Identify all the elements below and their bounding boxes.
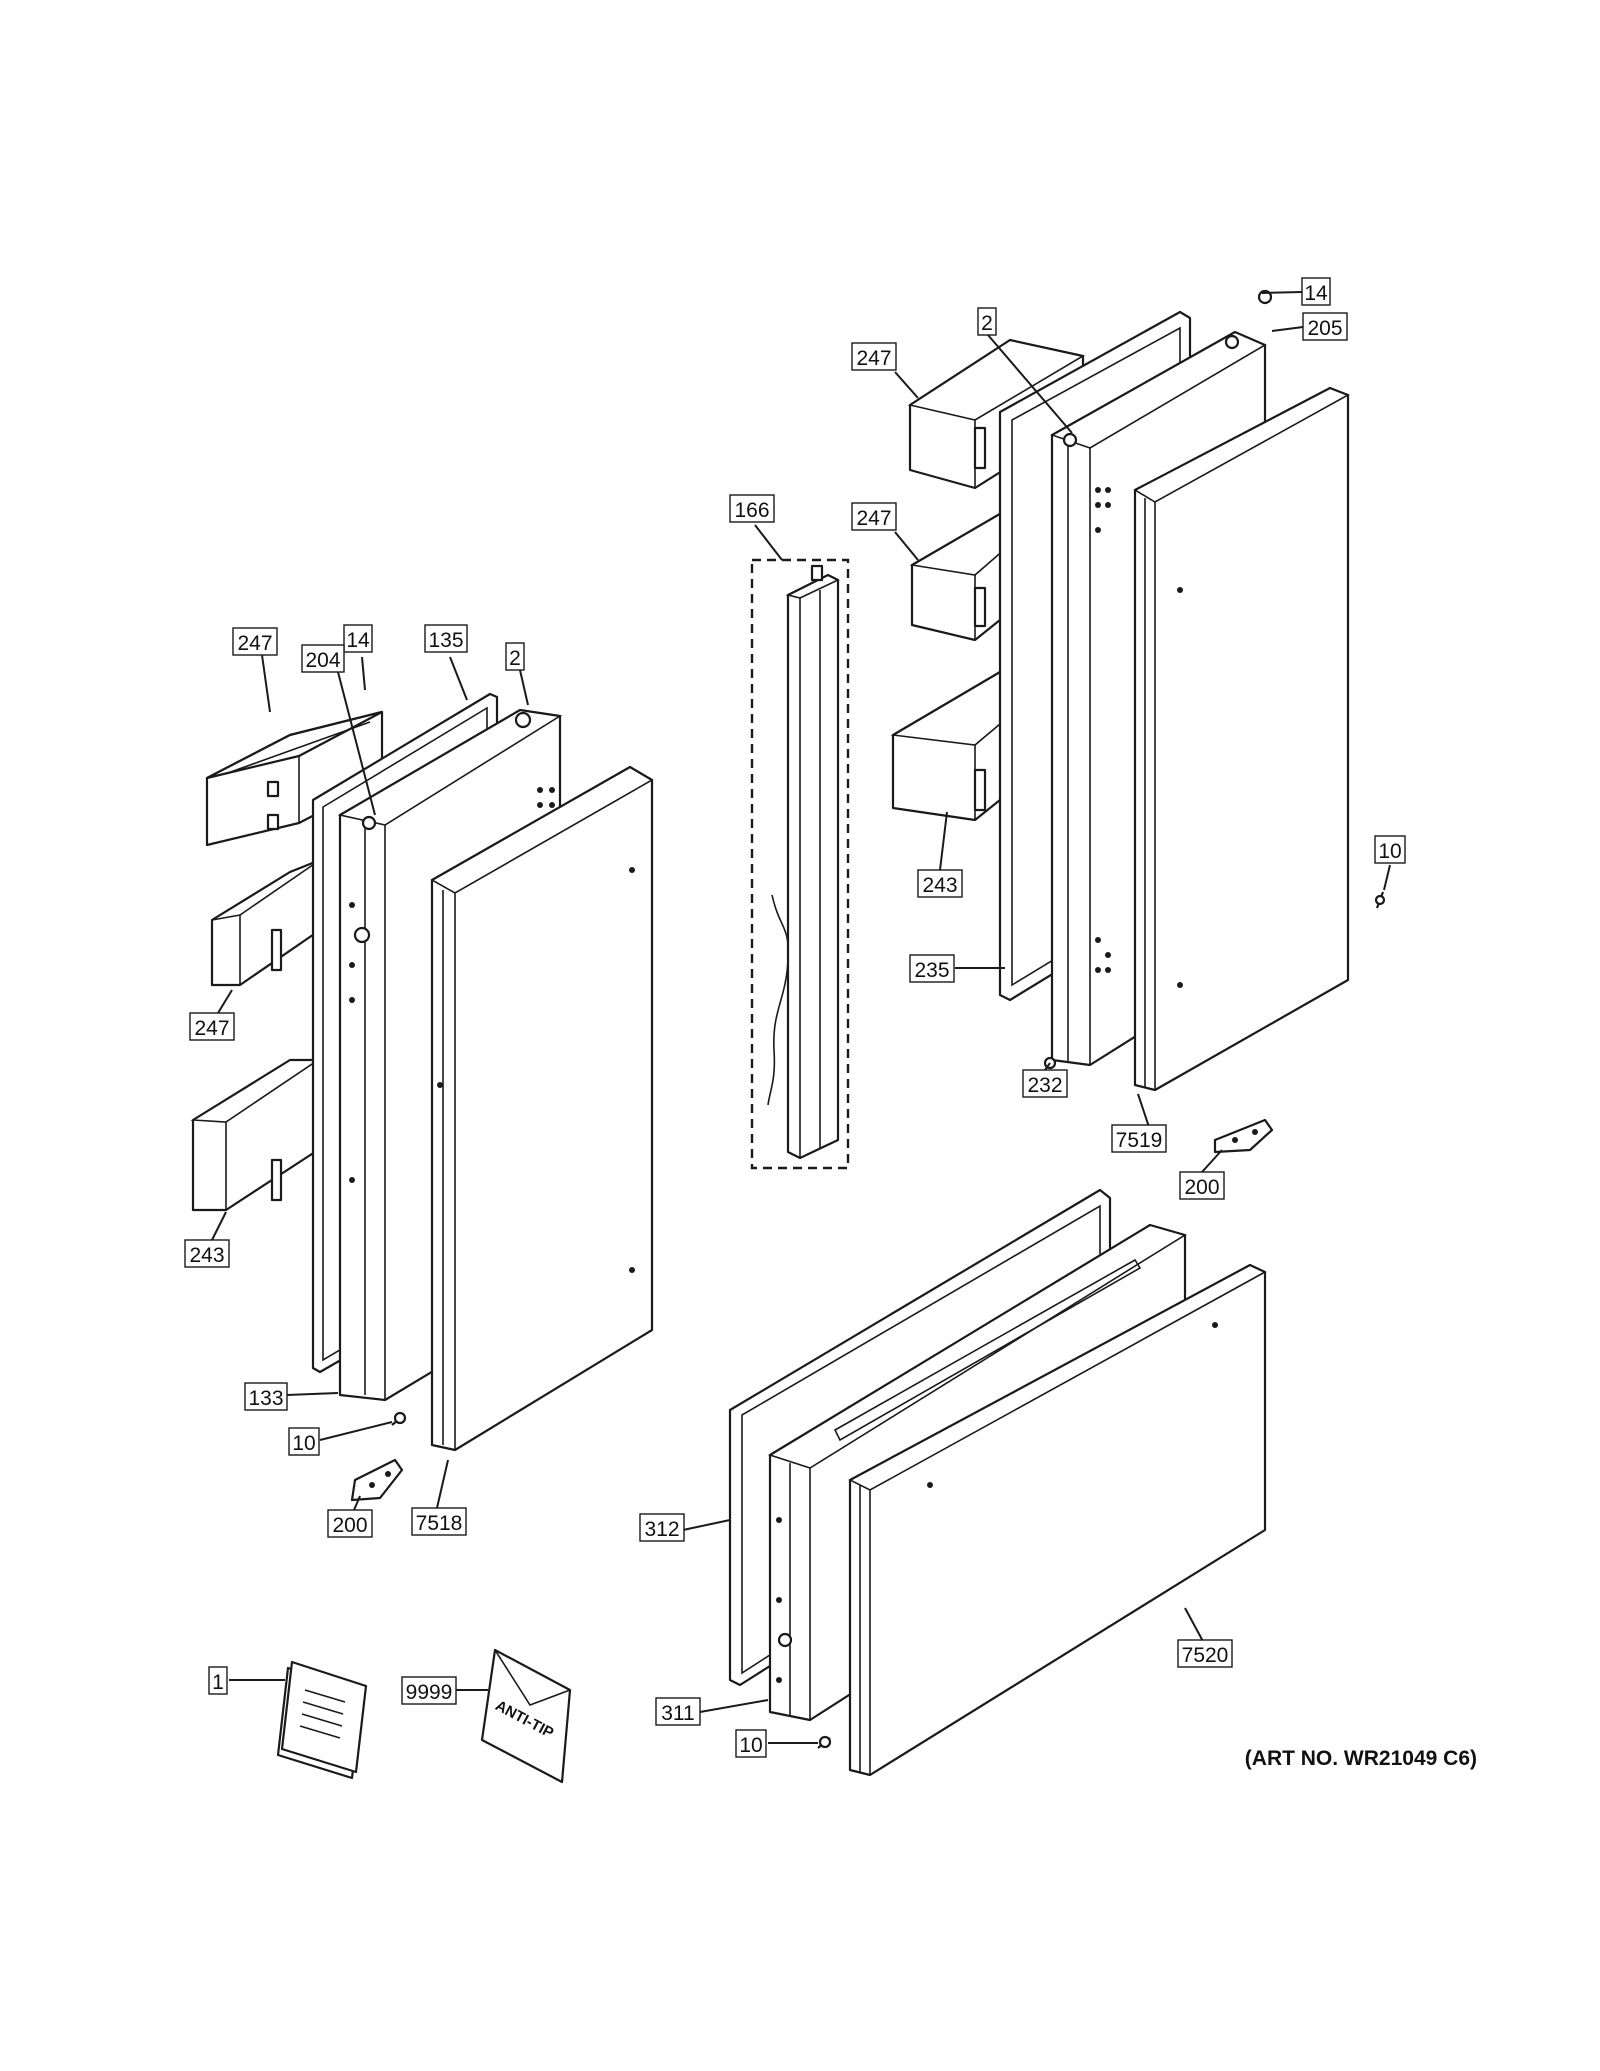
svg-text:7520: 7520: [1182, 1644, 1229, 1667]
mullion-166: [767, 564, 840, 1160]
callout-200: 200: [1179, 1171, 1225, 1200]
svg-text:235: 235: [914, 959, 949, 982]
door-panel-7519: [1133, 386, 1350, 1092]
svg-text:243: 243: [922, 874, 957, 897]
svg-text:200: 200: [332, 1514, 367, 1537]
svg-text:14: 14: [346, 629, 370, 652]
callout-204: 204: [301, 644, 345, 673]
callout-247: 247: [851, 502, 897, 531]
svg-text:135: 135: [428, 629, 463, 652]
svg-text:2: 2: [981, 312, 993, 335]
bin-243-lower-left: [190, 1058, 321, 1212]
anti-tip-envelope-icon: ANTI-TIP: [480, 1648, 572, 1784]
art-number-label: (ART NO. WR21049 C6): [1245, 1747, 1477, 1770]
pin-14-right: [1257, 289, 1273, 305]
svg-text:166: 166: [734, 499, 769, 522]
svg-text:247: 247: [856, 347, 891, 370]
svg-text:232: 232: [1027, 1074, 1062, 1097]
callout-7519: 7519: [1111, 1124, 1167, 1153]
screw-10-lower: [817, 1735, 832, 1749]
callout-205: 205: [1302, 312, 1348, 341]
svg-text:10: 10: [292, 1432, 315, 1455]
svg-text:10: 10: [1378, 840, 1401, 863]
callout-7518: 7518: [411, 1507, 467, 1536]
callout-200: 200: [327, 1509, 373, 1538]
svg-text:7519: 7519: [1116, 1129, 1163, 1152]
svg-text:247: 247: [856, 507, 891, 530]
callout-166: 166: [729, 494, 775, 523]
svg-text:9999: 9999: [406, 1681, 453, 1704]
svg-text:2: 2: [509, 647, 521, 670]
callout-9999: 9999: [401, 1676, 457, 1705]
callout-235: 235: [909, 954, 955, 983]
door-panel-7518: [430, 765, 654, 1452]
leader-lines: [211, 291, 1391, 1744]
svg-text:14: 14: [1304, 282, 1328, 305]
callout-243: 243: [184, 1239, 230, 1268]
callout-247: 247: [232, 627, 278, 656]
manual-1-icon: [276, 1660, 368, 1780]
callout-243: 243: [917, 869, 963, 898]
callout-133: 133: [244, 1382, 288, 1411]
screw-10-left: [391, 1411, 407, 1426]
mullion-assembly-box: [750, 558, 850, 1170]
svg-text:7518: 7518: [416, 1512, 463, 1535]
callout-135: 135: [424, 624, 468, 653]
callout-247: 247: [851, 342, 897, 371]
callout-10: 10: [735, 1729, 767, 1758]
svg-text:204: 204: [305, 649, 340, 672]
callout-232: 232: [1022, 1069, 1068, 1098]
callout-247: 247: [189, 1012, 235, 1041]
callout-1: 1: [208, 1666, 228, 1695]
drawer-panel-7520: [848, 1263, 1267, 1777]
callout-312: 312: [639, 1513, 685, 1542]
hinge-200-right: [1213, 1118, 1274, 1154]
svg-text:1: 1: [212, 1671, 224, 1694]
callout-10: 10: [1374, 835, 1406, 864]
svg-text:243: 243: [189, 1244, 224, 1267]
hinge-200-left: [350, 1458, 404, 1502]
callout-2: 2: [505, 642, 525, 671]
svg-text:311: 311: [661, 1702, 694, 1725]
callout-311: 311: [655, 1697, 701, 1726]
callout-14: 14: [1301, 277, 1331, 306]
svg-text:200: 200: [1184, 1176, 1219, 1199]
svg-text:133: 133: [248, 1387, 283, 1410]
bin-247-upper-left: [205, 710, 384, 847]
svg-text:247: 247: [237, 632, 272, 655]
svg-text:247: 247: [194, 1017, 229, 1040]
screw-10-right: [1374, 891, 1386, 909]
svg-text:10: 10: [739, 1734, 762, 1757]
callout-7520: 7520: [1177, 1639, 1233, 1668]
bin-247-middle-left: [210, 858, 322, 987]
svg-text:312: 312: [644, 1518, 679, 1541]
svg-text:205: 205: [1307, 317, 1342, 340]
callout-14: 14: [343, 624, 373, 653]
callout-10: 10: [288, 1427, 320, 1456]
callout-2: 2: [977, 307, 997, 336]
